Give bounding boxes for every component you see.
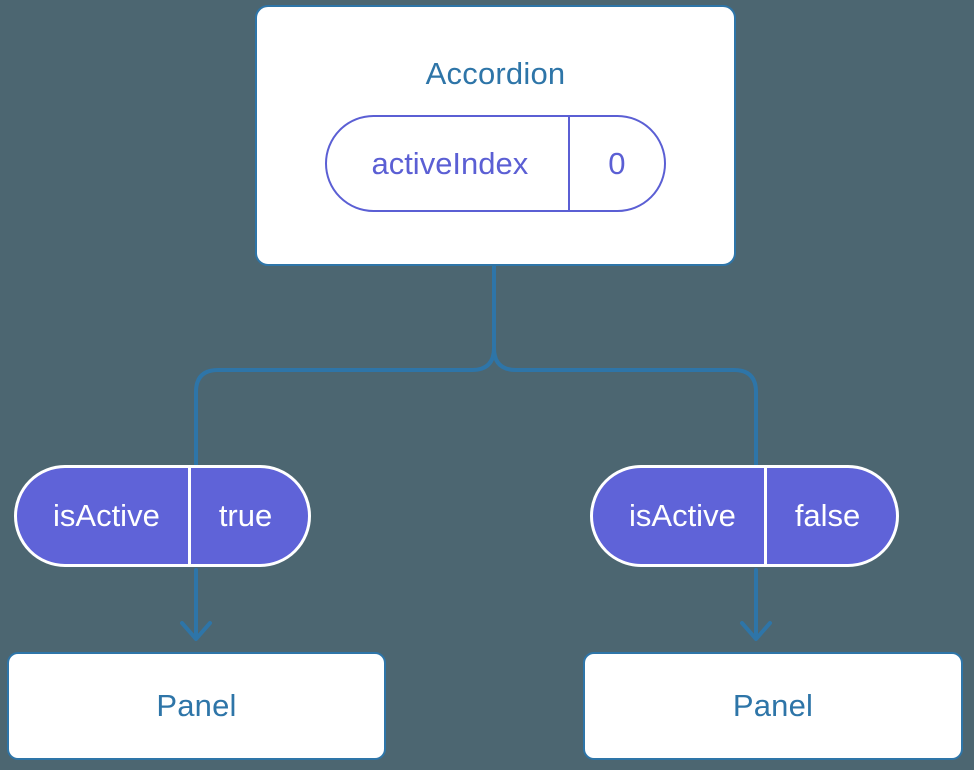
connector-branch-left — [194, 346, 496, 467]
state-pill-key: activeIndex — [371, 145, 529, 181]
prop-pill-key: isActive — [53, 498, 160, 533]
accordion-title: Accordion — [425, 56, 566, 91]
accordion-component-card[interactable]: Accordion activeIndex 0 — [255, 5, 736, 266]
prop-pill-is-active-true[interactable]: isActive true — [14, 465, 312, 567]
arrow-right-head-icon — [740, 621, 772, 641]
arrow-left-head-icon — [180, 621, 212, 641]
prop-pill-key: isActive — [629, 498, 736, 533]
panel-title: Panel — [156, 688, 237, 723]
connector-branch-right — [492, 346, 758, 467]
state-pill-active-index[interactable]: activeIndex 0 — [325, 115, 666, 212]
panel-title: Panel — [732, 688, 814, 723]
prop-pill-value: false — [763, 468, 896, 564]
state-pill-value: 0 — [568, 117, 663, 210]
prop-pill-is-active-false[interactable]: isActive false — [590, 465, 900, 567]
panel-card-left[interactable]: Panel — [7, 652, 386, 760]
prop-pill-value: true — [187, 468, 308, 564]
panel-card-right[interactable]: Panel — [583, 652, 963, 760]
